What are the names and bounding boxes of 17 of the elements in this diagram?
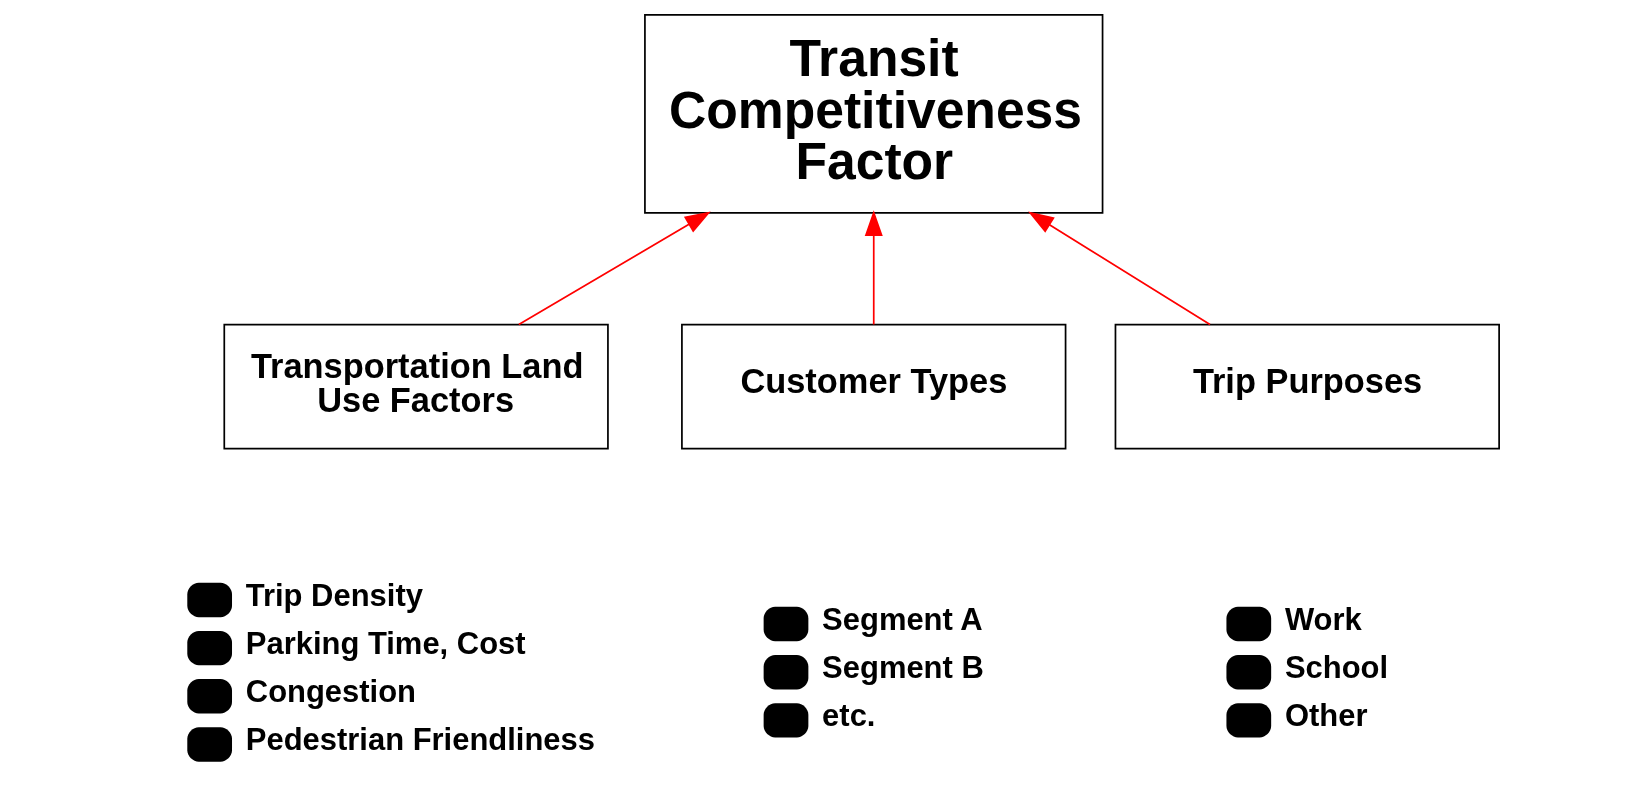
node-label: Segment A — [822, 601, 983, 637]
node-label: Trip Density — [245, 577, 423, 613]
node-label: Work — [1284, 601, 1362, 637]
node-label: Pedestrian Friendliness — [245, 722, 595, 758]
node-label: Segment B — [822, 650, 984, 686]
node-label: Congestion — [245, 674, 417, 710]
arrow — [864, 210, 883, 326]
node-label: School — [1284, 650, 1389, 686]
node-box: Trip Purposes — [1114, 323, 1500, 450]
arrow — [1028, 211, 1211, 326]
arrow — [517, 211, 711, 326]
node-box: Transit Competitiveness Factor — [644, 14, 1104, 214]
node-label: Parking Time, Cost — [245, 625, 526, 661]
node-box: Transportation Land Use Factors — [223, 323, 609, 450]
node-label: etc. — [822, 698, 876, 734]
node-box: Customer Types — [681, 323, 1067, 450]
node-label: Other — [1284, 698, 1368, 734]
